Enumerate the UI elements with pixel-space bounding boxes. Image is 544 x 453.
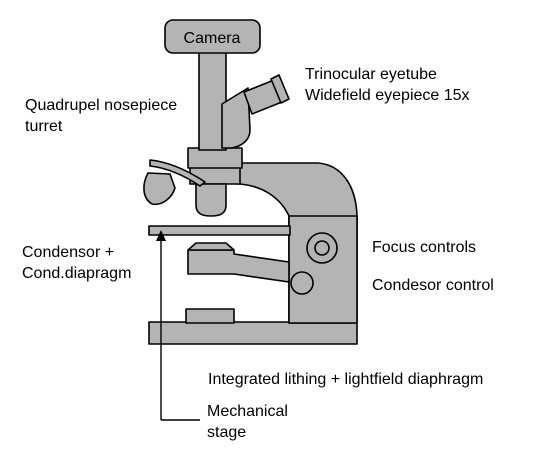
- camera-box: [164, 19, 261, 54]
- condensor-label-line1: Condensor +: [22, 244, 114, 261]
- turret-hook: [149, 159, 206, 187]
- stage-leader-arrowhead: [156, 230, 166, 241]
- condenser-bracket: [187, 249, 290, 283]
- light-source: [185, 308, 235, 324]
- control-housing: [288, 215, 358, 324]
- condesor-control-label: Condesor control: [372, 277, 494, 294]
- widefield-label: Widefield eyepiece 15x: [305, 87, 470, 104]
- side-objective: [143, 172, 176, 206]
- camera-label: Camera: [184, 30, 241, 47]
- focus-controls-label: Focus controls: [372, 239, 476, 256]
- microscope-base: [148, 321, 358, 345]
- fine-focus-knob: [314, 240, 330, 256]
- trinocular-body: [221, 87, 251, 149]
- objective-lens: [195, 183, 227, 217]
- trinocular-label: Trinocular eyetube: [305, 66, 437, 83]
- nosepiece-label-line2: turret: [25, 118, 63, 135]
- head-base: [187, 147, 243, 169]
- integrated-lighting-label: Integrated lithing + lightfield diaphrag…: [208, 371, 483, 388]
- mechanical-stage-label-line2: stage: [207, 424, 246, 441]
- condenser-lens: [187, 242, 235, 251]
- nosepiece-label-line1: Quadrupel nosepiece: [25, 97, 177, 114]
- mechanical-stage-label-line1: Mechanical: [207, 403, 288, 420]
- condensor-control-knob: [290, 271, 314, 295]
- widefield-eyepiece: [270, 74, 290, 104]
- condensor-label-line2: Cond.diapragm: [22, 265, 131, 282]
- mechanical-stage-plate: [148, 225, 291, 236]
